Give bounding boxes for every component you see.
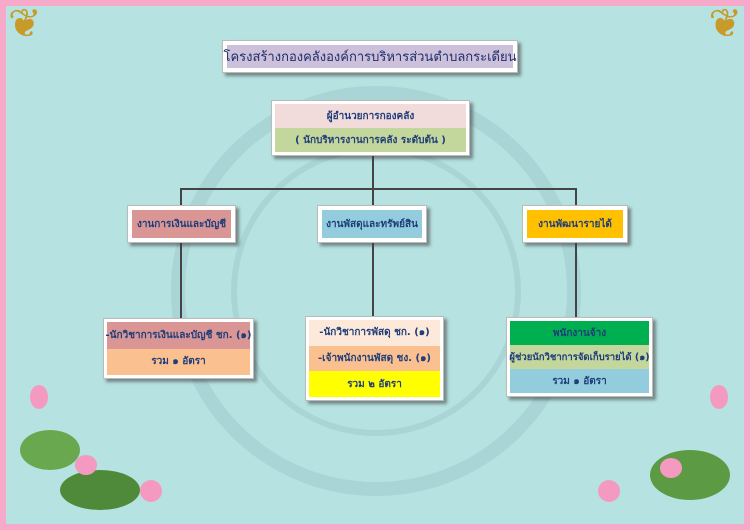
connector [180, 188, 576, 190]
head-box: ผู้อำนวยการกองคลัง ( นักบริหารงานการคลัง… [271, 100, 470, 156]
staff-position: ผู้ช่วยนักวิชาการจัดเก็บรายได้ (๑) [509, 345, 650, 369]
staff-box-finance: -นักวิชาการเงินและบัญชี ชก. (๑) รวม ๑ อั… [103, 318, 254, 379]
connector [180, 243, 182, 318]
staff-total: รวม ๑ อัตรา [510, 369, 649, 393]
head-position: ผู้อำนวยการกองคลัง [275, 104, 466, 128]
staff-position: พนักงานจ้าง [510, 321, 649, 345]
ornament-top-right: ❦ [708, 1, 742, 47]
division-supplies: งานพัสดุและทรัพย์สิน [317, 205, 427, 243]
chart-title-box: โครงสร้างกองคลังองค์การบริหารส่วนตำบลกระ… [222, 40, 518, 73]
staff-box-supplies: -นักวิชาการพัสดุ ชก. (๑) -เจ้าพนักงานพัส… [305, 316, 444, 401]
division-name: งานพัสดุและทรัพย์สิน [322, 210, 422, 238]
chart-background [6, 6, 744, 524]
division-revenue: งานพัฒนารายได้ [522, 205, 628, 243]
staff-box-revenue: พนักงานจ้าง ผู้ช่วยนักวิชาการจัดเก็บรายไ… [506, 317, 653, 397]
connector [372, 243, 374, 316]
division-name: งานการเงินและบัญชี [132, 210, 231, 238]
division-name: งานพัฒนารายได้ [527, 210, 623, 238]
staff-position: -เจ้าพนักงานพัสดุ ชง. (๑) [309, 345, 440, 372]
head-level: ( นักบริหารงานการคลัง ระดับต้น ) [275, 128, 466, 152]
chart-title: โครงสร้างกองคลังองค์การบริหารส่วนตำบลกระ… [224, 45, 517, 68]
staff-total: รวม ๑ อัตรา [107, 348, 250, 375]
connector [575, 243, 577, 317]
staff-position: -นักวิชาการเงินและบัญชี ชก. (๑) [106, 322, 251, 349]
connector [575, 188, 577, 205]
staff-position: -นักวิชาการพัสดุ ชก. (๑) [309, 320, 440, 346]
division-finance: งานการเงินและบัญชี [127, 205, 236, 243]
connector [372, 155, 374, 188]
ornament-top-left: ❦ [8, 1, 42, 47]
connector [180, 188, 182, 205]
staff-total: รวม ๒ อัตรา [309, 371, 440, 398]
connector [372, 188, 374, 205]
